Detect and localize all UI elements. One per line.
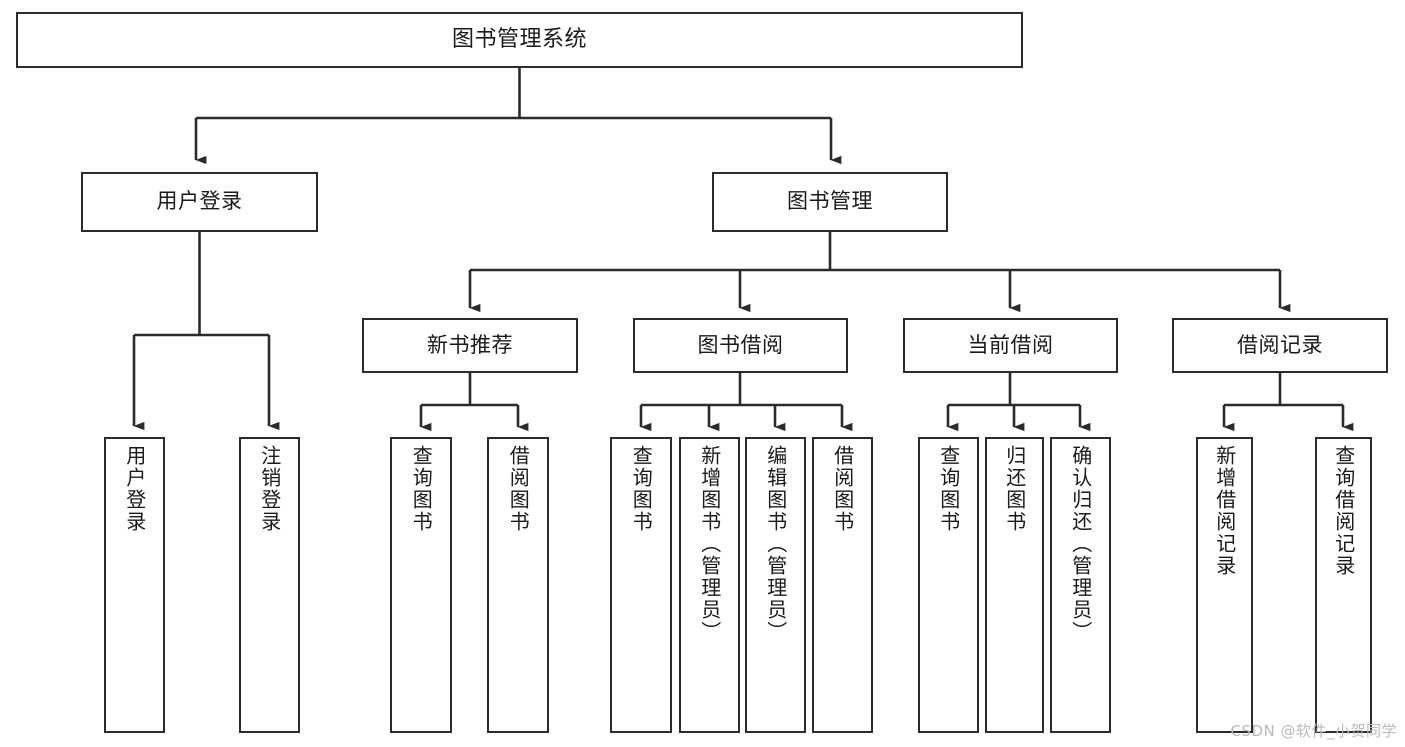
leaf-add-borrow-record-label: 新增借阅记录 [1212,445,1237,577]
leaf-edit-book-admin-label: 编辑图书（管理员） [763,445,788,643]
node-new-book-recommend[interactable]: 新书推荐 [362,318,578,373]
node-current-borrow[interactable]: 当前借阅 [903,318,1118,373]
node-root[interactable]: 图书管理系统 [16,12,1023,68]
leaf-confirm-return-admin-label: 确认归还（管理员） [1068,445,1093,643]
leaf-query-borrow-record[interactable]: 查询借阅记录 [1315,437,1372,733]
node-user-login[interactable]: 用户登录 [81,172,318,232]
leaf-query-book-current[interactable]: 查询图书 [918,437,979,733]
node-book-borrow-label: 图书借阅 [697,332,784,357]
leaf-borrow-book-rec[interactable]: 借阅图书 [487,437,549,733]
leaf-borrow-book-label: 借阅图书 [830,445,855,533]
leaf-user-login-label: 用户登录 [122,445,147,533]
leaf-add-book-admin-label: 新增图书（管理员） [697,445,722,643]
leaf-user-login[interactable]: 用户登录 [104,437,165,733]
leaf-borrow-book-rec-label: 借阅图书 [506,445,531,533]
node-borrow-record[interactable]: 借阅记录 [1172,318,1388,373]
leaf-query-book-rec-label: 查询图书 [409,445,434,533]
leaf-query-borrow-record-label: 查询借阅记录 [1331,445,1356,577]
node-book-manage[interactable]: 图书管理 [712,172,948,232]
node-borrow-record-label: 借阅记录 [1237,332,1323,357]
leaf-confirm-return-admin[interactable]: 确认归还（管理员） [1050,437,1111,733]
node-book-borrow[interactable]: 图书借阅 [633,318,848,373]
leaf-query-book-current-label: 查询图书 [936,445,961,533]
leaf-add-book-admin[interactable]: 新增图书（管理员） [679,437,740,733]
leaf-query-book-rec[interactable]: 查询图书 [390,437,452,733]
leaf-return-book[interactable]: 归还图书 [985,437,1044,733]
leaf-edit-book-admin[interactable]: 编辑图书（管理员） [745,437,806,733]
leaf-return-book-label: 归还图书 [1002,445,1027,533]
node-current-borrow-label: 当前借阅 [967,332,1054,357]
node-user-login-label: 用户登录 [156,189,243,214]
leaf-query-book-borrow[interactable]: 查询图书 [610,437,672,733]
node-book-manage-label: 图书管理 [787,189,873,214]
leaf-borrow-book[interactable]: 借阅图书 [812,437,873,733]
watermark: CSDN @软件_小贺同学 [1230,722,1397,740]
node-root-label: 图书管理系统 [451,26,587,52]
leaf-logout-label: 注销登录 [257,445,282,533]
leaf-logout[interactable]: 注销登录 [239,437,300,733]
node-new-book-recommend-label: 新书推荐 [427,332,513,357]
leaf-query-book-borrow-label: 查询图书 [629,445,654,533]
leaf-add-borrow-record[interactable]: 新增借阅记录 [1196,437,1253,733]
